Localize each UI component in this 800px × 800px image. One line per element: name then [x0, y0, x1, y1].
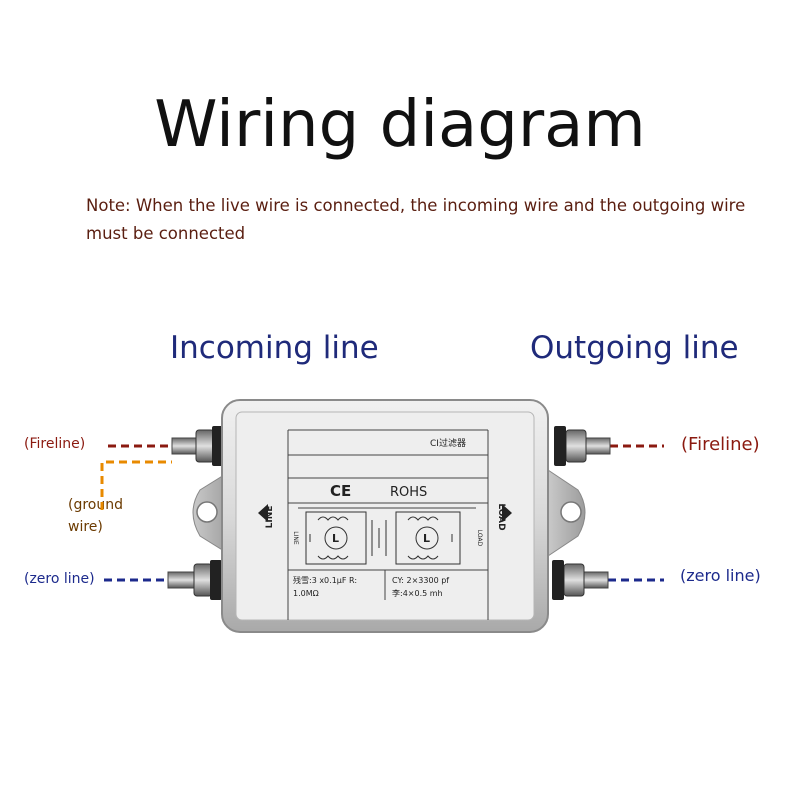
diagram-title: Wiring diagram [154, 88, 646, 162]
right-mounting-flange [547, 469, 586, 557]
spec-right-line2: 李:4×0.5 mh [392, 588, 443, 598]
right-fireline-label: (Fireline) [681, 434, 760, 455]
ground-wire [100, 460, 172, 510]
left-fireline-label: (Fireline) [24, 436, 86, 452]
schematic-load-letters: LOAD [476, 530, 483, 547]
right-zero-line-label: (zero line) [680, 566, 761, 585]
left-terminals [167, 426, 224, 600]
left-zero-line-label: (zero line) [24, 571, 95, 587]
spec-right-line1: CY: 2×3300 pf [392, 576, 449, 585]
wiring-note: Note: When the live wire is connected, t… [86, 196, 746, 243]
line-side-label: LINE [265, 506, 275, 529]
load-side-label: LOAD [496, 503, 506, 530]
right-terminals [552, 426, 611, 600]
incoming-line-heading: Incoming line [170, 330, 379, 366]
spec-left-line2: 1.0MΩ [293, 589, 319, 598]
inductor-label-right: L [423, 532, 430, 545]
ground-wire-label: (ground wire) [68, 497, 123, 535]
emi-filter-body: CI过滤器 CE ROHS LINE LOAD L L LINE LOAD 残雪 [221, 399, 549, 633]
rohs-mark: ROHS [390, 485, 427, 500]
model-label: CI过滤器 [430, 437, 466, 449]
spec-left-line1: 残雪:3 x0.1µF R: [293, 575, 357, 585]
load-arrow-icon [502, 504, 512, 522]
schematic-line-letters: LINE [292, 531, 299, 545]
filter-schematic [305, 511, 461, 565]
inductor-label-left: L [332, 532, 339, 545]
ce-mark: CE [330, 482, 351, 500]
outgoing-line-heading: Outgoing line [530, 330, 739, 366]
line-arrow-icon [258, 504, 268, 522]
